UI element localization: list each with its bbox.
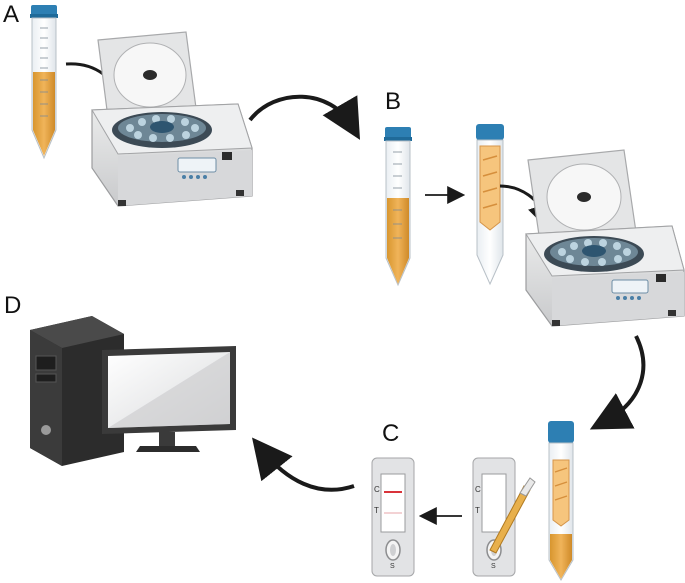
control-mark: C bbox=[374, 485, 380, 494]
step-a-label: A bbox=[3, 1, 20, 28]
sample-tube-b bbox=[384, 127, 412, 287]
computer-d bbox=[30, 316, 236, 466]
test-mark-2: T bbox=[475, 506, 480, 515]
test-mark: T bbox=[374, 506, 379, 515]
step-d-label: D bbox=[4, 292, 22, 319]
sample-mark-2: S bbox=[491, 563, 496, 570]
sample-tube-c bbox=[548, 421, 574, 581]
test-strip-result bbox=[371, 457, 415, 577]
test-strip-loading bbox=[472, 457, 536, 577]
sample-tube-a bbox=[30, 5, 58, 160]
step-c-label: C bbox=[382, 420, 400, 447]
power-button-icon bbox=[41, 425, 51, 435]
arrow-b-to-c bbox=[589, 335, 646, 430]
arrow-c-to-d bbox=[252, 437, 355, 492]
control-mark-2: C bbox=[475, 485, 481, 494]
arrow-a-to-b bbox=[248, 94, 361, 140]
step-b-label: B bbox=[385, 88, 402, 115]
centrifuge-a bbox=[91, 31, 253, 207]
sample-mark: S bbox=[390, 563, 395, 570]
centrifuge-b bbox=[525, 149, 685, 327]
filter-tube-b bbox=[476, 124, 504, 286]
